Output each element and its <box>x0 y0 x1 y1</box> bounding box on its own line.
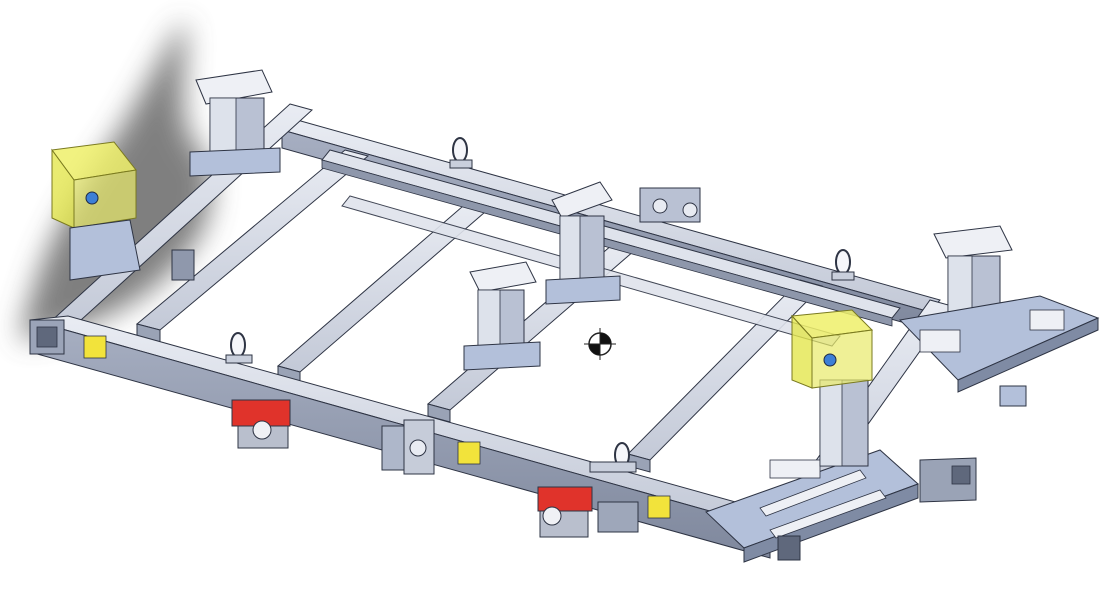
caster-right[interactable] <box>537 486 639 538</box>
caster-left[interactable] <box>231 399 291 449</box>
post-rear-center[interactable] <box>545 181 621 305</box>
yellow-pads <box>83 335 671 519</box>
post-front-right[interactable] <box>819 379 869 467</box>
fixture-plate-rear-right[interactable] <box>898 295 1100 407</box>
right-end-stub[interactable] <box>777 457 977 561</box>
front-hinge-bracket[interactable] <box>381 419 435 475</box>
locator-left[interactable] <box>51 141 141 281</box>
post-center[interactable] <box>463 261 541 371</box>
left-underbox <box>171 249 195 281</box>
center-of-mass-icon[interactable] <box>584 328 616 360</box>
rear-rail-clamp[interactable] <box>639 187 701 223</box>
post-rear-left[interactable] <box>189 69 281 177</box>
lifting-eyes[interactable] <box>225 137 855 473</box>
locator-right[interactable] <box>790 309 874 389</box>
